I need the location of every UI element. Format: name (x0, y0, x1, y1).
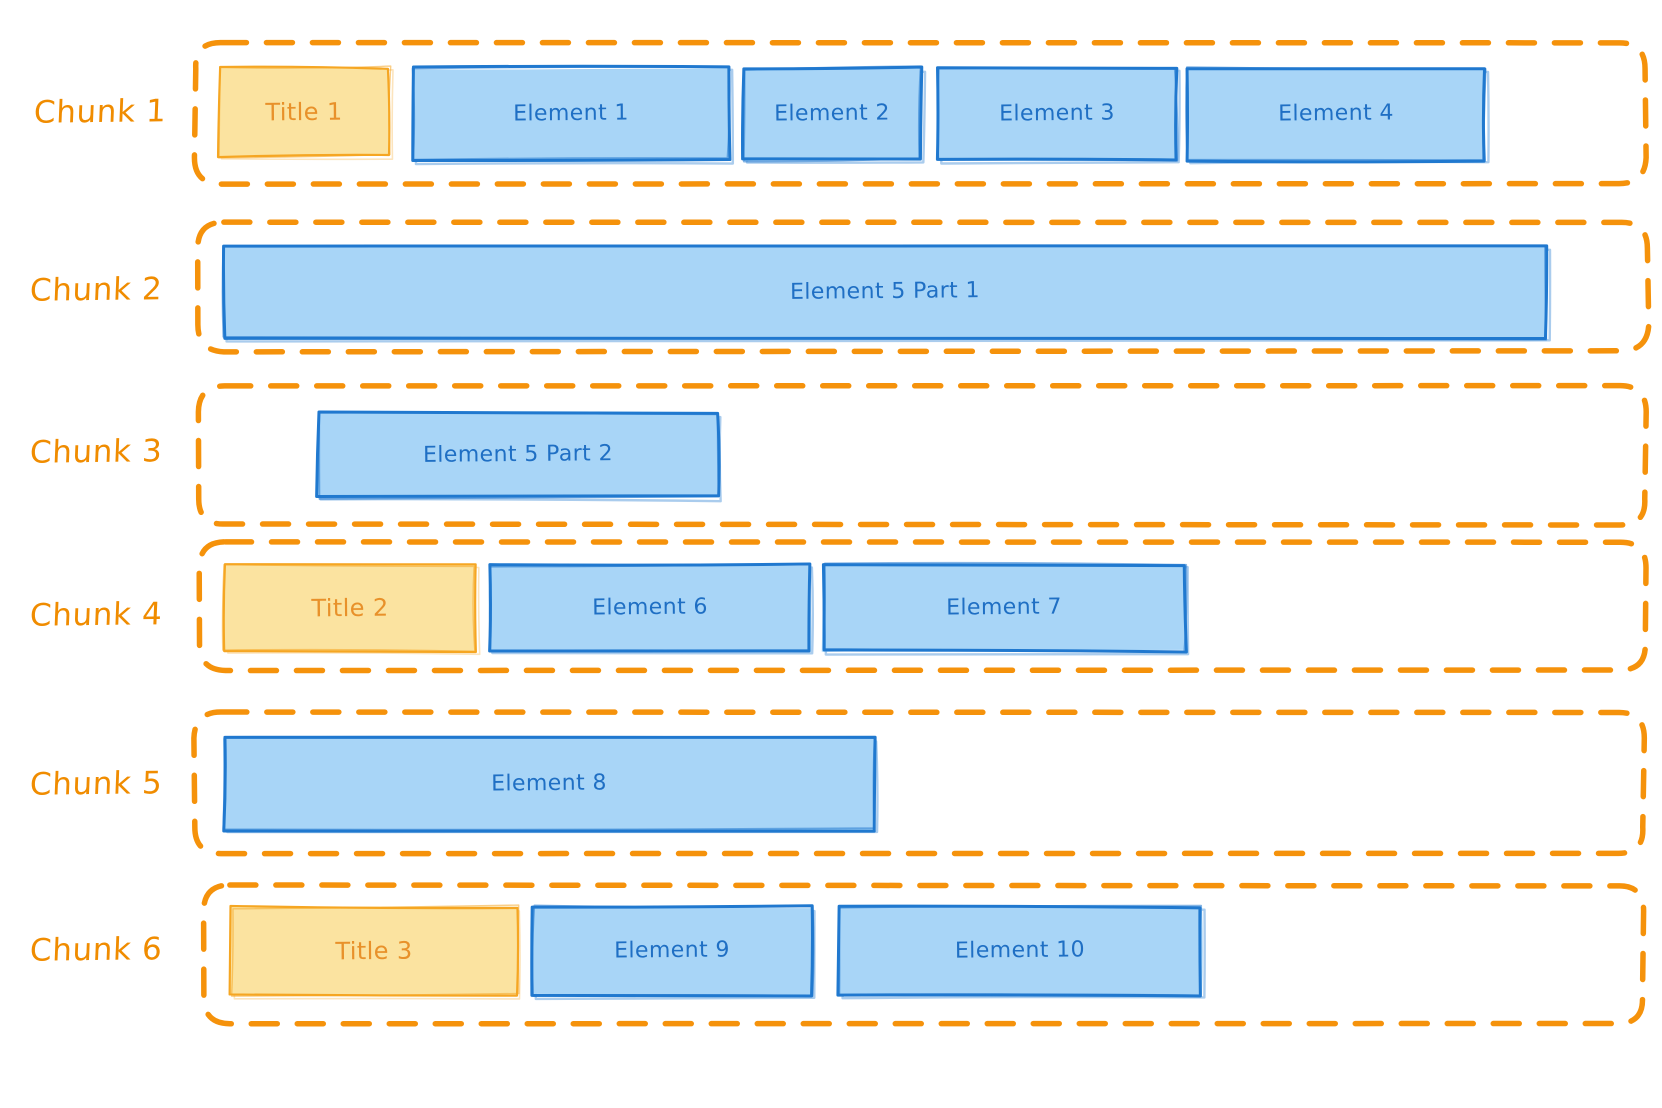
chunk-group-3 (195, 382, 1649, 528)
element-box-element-7[interactable] (821, 561, 1190, 656)
chunk-group-1 (191, 39, 1649, 187)
element-label: Element 6 (592, 594, 708, 621)
element-box-element-5-part-1[interactable] (221, 243, 1552, 343)
element-label: Element 3 (999, 100, 1115, 127)
chunk-container-2[interactable] (194, 219, 1652, 355)
chunk-label-1: Chunk 1 (33, 93, 168, 131)
element-box-element-9[interactable] (530, 904, 816, 1001)
element-box-element-5-part-2[interactable] (315, 410, 722, 503)
element-box-element-10[interactable] (836, 904, 1206, 1000)
title-label: Title 2 (311, 593, 389, 623)
element-label: Element 10 (954, 937, 1086, 964)
element-box-element-6[interactable] (488, 562, 814, 655)
chunk-label-4: Chunk 4 (29, 596, 164, 634)
chunk-label-3: Chunk 3 (29, 433, 164, 471)
chunk-label-6: Chunk 6 (29, 931, 164, 969)
chunk-container-5[interactable] (191, 709, 1648, 857)
element-label: Element 7 (946, 594, 1062, 621)
element-label: Element 1 (513, 100, 629, 127)
chunk-label-5: Chunk 5 (29, 765, 164, 803)
title-box-title-1[interactable] (216, 65, 394, 161)
title-label: Title 1 (265, 97, 343, 127)
element-box-element-1[interactable] (411, 64, 735, 166)
chunk-group-2 (194, 219, 1652, 355)
chunk-group-4 (196, 539, 1649, 674)
chunk-group-5 (191, 709, 1648, 857)
chunk-container-1[interactable] (191, 39, 1649, 187)
title-box-title-2[interactable] (221, 563, 481, 656)
chunk-label-2: Chunk 2 (29, 271, 164, 309)
element-label: Element 2 (774, 100, 890, 127)
element-label: Element 5 Part 2 (422, 441, 614, 468)
element-box-element-2[interactable] (741, 65, 927, 164)
element-box-element-4[interactable] (1185, 66, 1490, 165)
element-label: Element 4 (1278, 100, 1394, 127)
title-box-title-3[interactable] (228, 904, 521, 1000)
element-label: Element 8 (491, 770, 607, 797)
chunk-container-6[interactable] (200, 882, 1647, 1027)
chunk-container-3[interactable] (195, 382, 1649, 528)
element-box-element-3[interactable] (935, 66, 1181, 165)
chunk-group-6 (200, 882, 1647, 1027)
element-box-element-8[interactable] (222, 735, 879, 834)
element-label: Element 9 (614, 937, 730, 964)
title-label: Title 3 (335, 936, 413, 966)
